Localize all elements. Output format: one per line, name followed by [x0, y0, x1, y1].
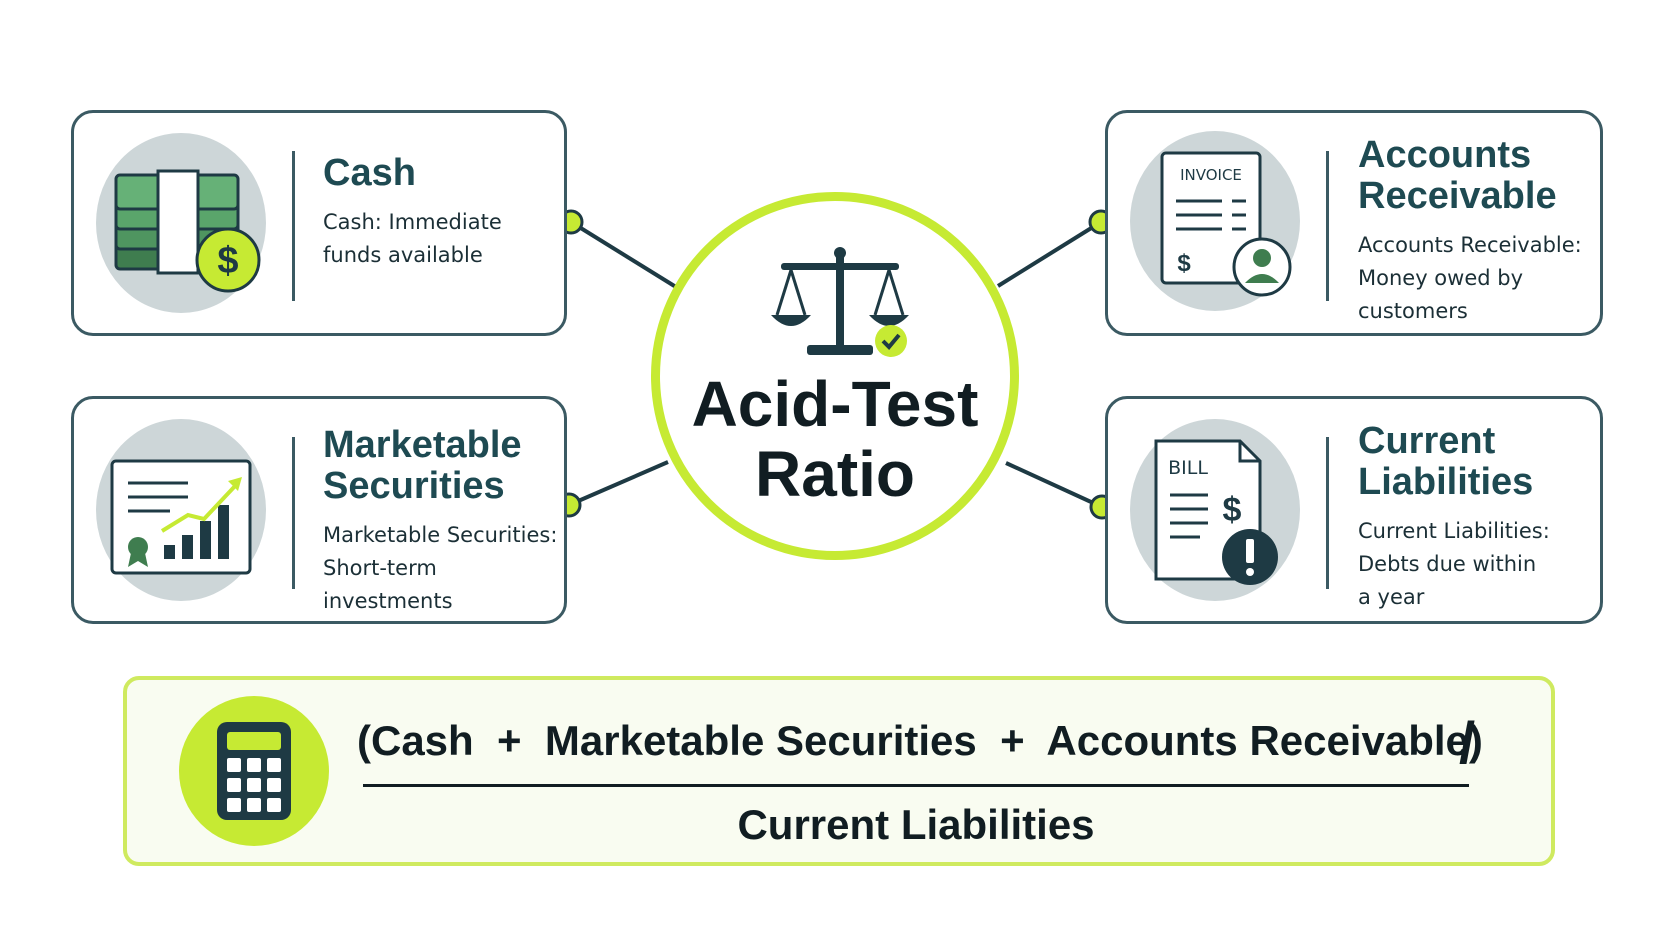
receivable-icon-circle: INVOICE $	[1130, 131, 1300, 311]
bill-label: BILL	[1168, 457, 1208, 479]
bill-alert-icon: BILL $	[1154, 439, 1278, 585]
connector-receivable	[996, 220, 1103, 288]
securities-title: Marketable Securities	[323, 424, 522, 507]
balance-scale-icon	[771, 247, 909, 357]
receivable-description: Accounts Receivable: Money owed by custo…	[1358, 233, 1582, 323]
liabilities-description: Current Liabilities: Debts due within a …	[1358, 519, 1550, 609]
cash-icon-circle: $	[96, 133, 266, 313]
connector-liabilities	[1005, 461, 1103, 509]
formula-fraction-bar	[363, 784, 1469, 787]
securities-card-text: Marketable Securities Marketable Securit…	[323, 425, 563, 618]
securities-card-divider	[292, 437, 295, 589]
svg-text:$: $	[217, 240, 238, 282]
connector-securities	[568, 460, 669, 507]
formula-panel: (Cash + Marketable Securities + Accounts…	[123, 676, 1555, 866]
liabilities-card-divider	[1326, 437, 1329, 589]
securities-description: Marketable Securities: Short-term invest…	[323, 523, 558, 613]
formula-numerator: (Cash + Marketable Securities + Accounts…	[357, 717, 1483, 764]
connector-cash	[569, 220, 678, 289]
invoice-icon: INVOICE $	[1160, 151, 1292, 297]
calculator-icon-circle	[179, 696, 329, 846]
cash-card-divider	[292, 151, 295, 301]
receivable-title: Accounts Receivable	[1358, 134, 1557, 217]
money-stack-icon: $	[114, 169, 261, 293]
formula-denominator: Current Liabilities	[737, 801, 1095, 848]
acid-test-ratio-hub: Acid-Test Ratio	[651, 192, 1019, 560]
current-liabilities-card: BILL $ Current Liabilities Current Liabi…	[1105, 396, 1603, 624]
hub-title: Acid-Test Ratio	[691, 368, 979, 510]
accounts-receivable-card: INVOICE $ Accounts Receivable Accounts R…	[1105, 110, 1603, 336]
svg-text:$: $	[1223, 491, 1242, 529]
cash-description: Cash: Immediate funds available	[323, 210, 502, 267]
calculator-icon	[217, 722, 291, 820]
liabilities-icon-circle: BILL $	[1130, 419, 1300, 601]
receivable-card-text: Accounts Receivable Accounts Receivable:…	[1358, 135, 1596, 328]
growth-chart-icon	[110, 459, 252, 575]
invoice-label: INVOICE	[1180, 166, 1242, 184]
svg-text:$: $	[1177, 250, 1191, 277]
liabilities-card-text: Current Liabilities Current Liabilities:…	[1358, 421, 1596, 614]
cash-card: $ Cash Cash: Immediate funds available	[71, 110, 567, 336]
receivable-card-divider	[1326, 151, 1329, 301]
formula-division-operator: /	[1459, 711, 1476, 776]
cash-card-text: Cash Cash: Immediate funds available	[323, 153, 553, 272]
marketable-securities-card: Marketable Securities Marketable Securit…	[71, 396, 567, 624]
liabilities-title: Current Liabilities	[1358, 420, 1534, 503]
cash-title: Cash	[323, 152, 416, 194]
securities-icon-circle	[96, 419, 266, 601]
